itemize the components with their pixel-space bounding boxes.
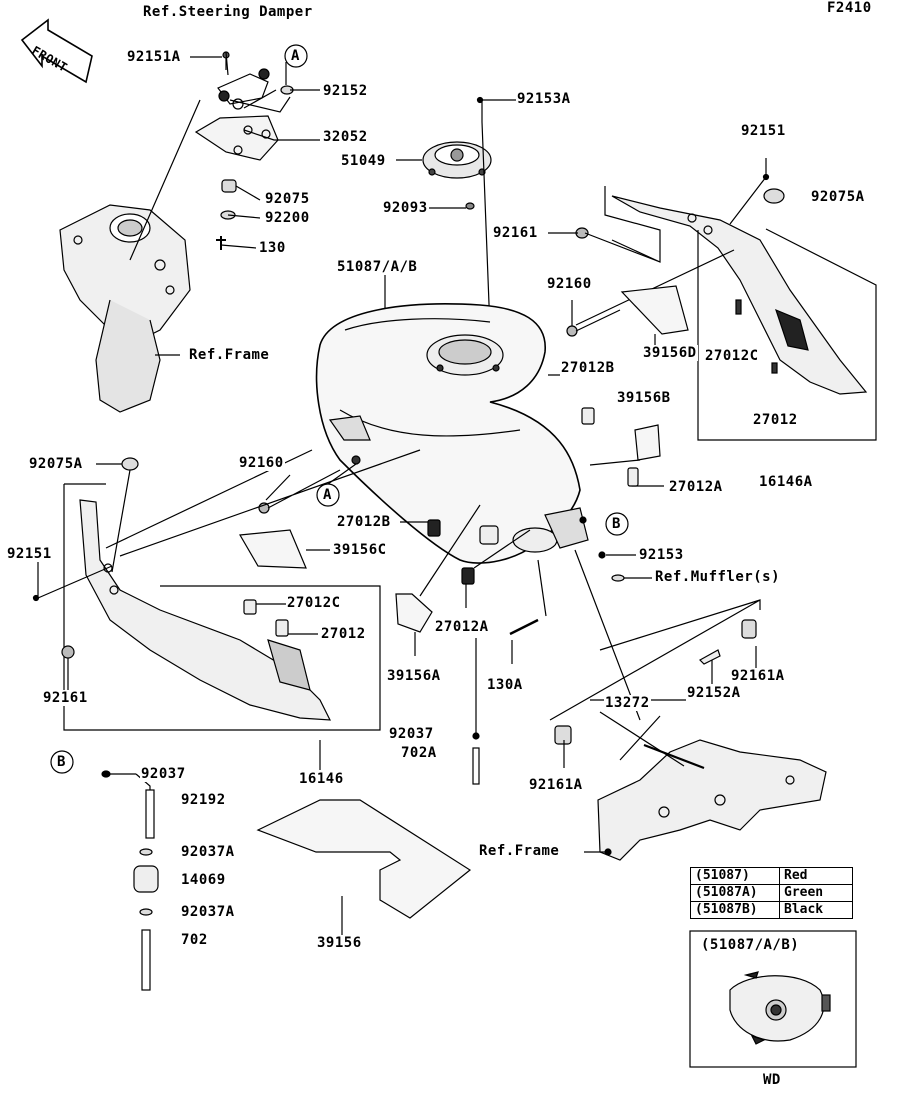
part-92151-right-label: 92151 (740, 123, 787, 139)
part-27012C-right-label: 27012C (704, 348, 760, 364)
callout-a-top: A (291, 48, 300, 64)
part-16146A-label: 16146A (758, 474, 814, 490)
part-92075A-right-label: 92075A (810, 189, 866, 205)
callout-b-left: B (57, 754, 66, 770)
part-92152-label: 92152 (322, 83, 369, 99)
part-92161-top-label: 92161 (492, 225, 539, 241)
part-702-label: 702 (180, 932, 209, 948)
part-39156-label: 39156 (316, 935, 363, 951)
wd-box-title: (51087/A/B) (700, 937, 801, 953)
callout-a-mid: A (323, 487, 332, 503)
part-92160-top-label: 92160 (546, 276, 593, 292)
part-16146-label: 16146 (298, 771, 345, 787)
color-row: (51087A) Green (690, 884, 853, 902)
color-name: Green (779, 884, 853, 902)
part-92161A-right-label: 92161A (730, 668, 786, 684)
side-cover-right (611, 195, 868, 395)
callout-b-right: B (612, 516, 621, 532)
part-27012A-mid-label: 27012A (434, 619, 490, 635)
part-32052-label: 32052 (322, 129, 369, 145)
wd-label: WD (762, 1072, 782, 1088)
part-92037-b-label: 92037 (140, 766, 187, 782)
part-27012C-left-label: 27012C (286, 595, 342, 611)
part-92152A-label: 92152A (686, 685, 742, 701)
part-92153-label: 92153 (638, 547, 685, 563)
part-92192-label: 92192 (180, 792, 227, 808)
part-92160-left-label: 92160 (238, 455, 285, 471)
wd-tank-illustration (729, 971, 831, 1045)
part-92075-label: 92075 (264, 191, 311, 207)
part-92200-label: 92200 (264, 210, 311, 226)
ref-frame-bottom-label: Ref.Frame (478, 843, 561, 859)
part-27012-right-label: 27012 (752, 412, 799, 428)
part-39156B-label: 39156B (616, 390, 672, 406)
ref-steering-damper-label: Ref.Steering Damper (142, 4, 314, 20)
callout-a-top-icon (284, 44, 308, 68)
front-arrow-icon (20, 18, 93, 84)
fuel-tank (315, 303, 589, 564)
part-27012B-mid-label: 27012B (336, 514, 392, 530)
part-130-label: 130 (258, 240, 287, 256)
part-39156D-label: 39156D (642, 345, 698, 361)
color-row: (51087B) Black (690, 901, 853, 919)
part-92037-label: 92037 (388, 726, 435, 742)
part-92153A-label: 92153A (516, 91, 572, 107)
color-code: (51087) (690, 867, 780, 885)
part-92151-left-label: 92151 (6, 546, 53, 562)
steering-damper-bracket (194, 51, 279, 161)
part-92075A-left-label: 92075A (28, 456, 84, 472)
part-27012B-top-label: 27012B (560, 360, 616, 376)
color-name: Black (779, 901, 853, 919)
damper-rubber-icon (221, 179, 237, 193)
color-name: Red (779, 867, 853, 885)
callout-b-left-icon (50, 750, 74, 774)
part-27012A-right-label: 27012A (668, 479, 724, 495)
part-14069-label: 14069 (180, 872, 227, 888)
rear-frame (597, 739, 827, 861)
part-51049-label: 51049 (340, 153, 387, 169)
part-92093-label: 92093 (382, 200, 429, 216)
callout-b-right-icon (605, 512, 629, 536)
fuel-cap (422, 141, 492, 179)
frame-head-section (59, 204, 191, 413)
side-cover-left (79, 499, 332, 721)
part-39156C-label: 39156C (332, 542, 388, 558)
part-13272-label: 13272 (604, 695, 651, 711)
ref-muffler-label: Ref.Muffler(s) (654, 569, 782, 585)
part-702A-label: 702A (400, 745, 438, 761)
part-130A-label: 130A (486, 677, 524, 693)
color-table: (51087) Red (51087A) Green (51087B) Blac… (690, 867, 853, 919)
part-39156A-label: 39156A (386, 668, 442, 684)
part-92161-left-label: 92161 (42, 690, 89, 706)
part-92037A-1-label: 92037A (180, 844, 236, 860)
part-92161A-mid-label: 92161A (528, 777, 584, 793)
part-51087-label: 51087/A/B (336, 259, 419, 275)
color-code: (51087B) (690, 901, 780, 919)
bolt-icon (216, 236, 226, 250)
color-row: (51087) Red (690, 867, 853, 885)
part-92151A-label: 92151A (126, 49, 182, 65)
part-92037A-2-label: 92037A (180, 904, 236, 920)
color-code: (51087A) (690, 884, 780, 902)
part-27012-left-label: 27012 (320, 626, 367, 642)
figure-code: F2410 (826, 0, 873, 16)
ref-frame-top-label: Ref.Frame (188, 347, 271, 363)
